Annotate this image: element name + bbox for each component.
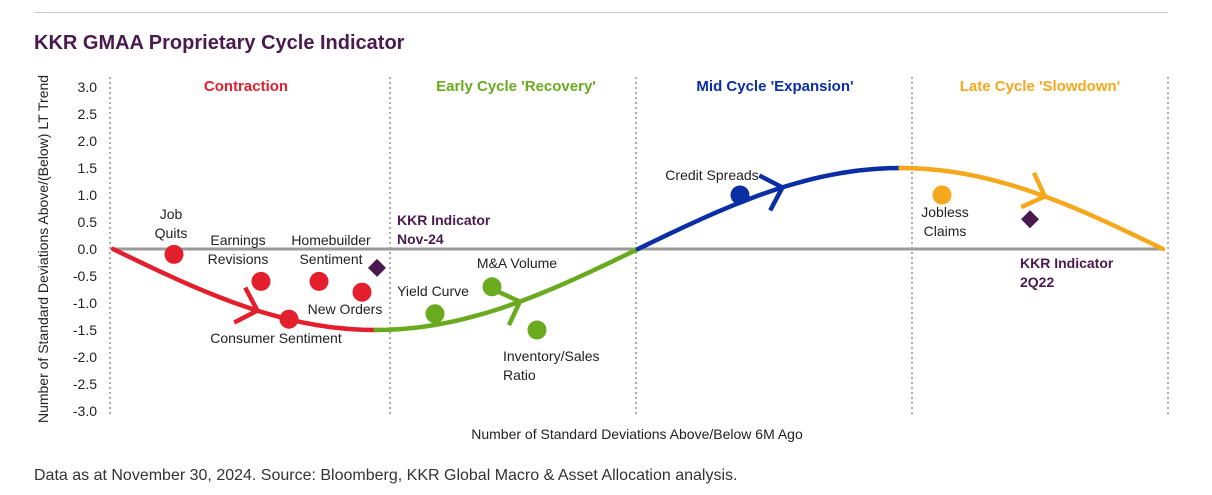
kkr-indicator-marker: [368, 258, 386, 277]
indicator-point: [251, 271, 271, 291]
y-tick-label: -1.0: [73, 295, 97, 311]
cycle-segment: [635, 165, 903, 252]
y-tick-label: 0.0: [78, 241, 98, 257]
y-tick-label: -0.5: [73, 268, 97, 284]
indicator-point: [279, 309, 299, 329]
cycle-chart: 3.0 2.5 2.0 1.5 1.0 0.5 0.0 -0.5 -1.0 -1.5 -2.0 -2.…: [35, 75, 1169, 442]
point-layer: [164, 185, 1039, 340]
cycle-arrow: [495, 288, 523, 327]
phase-header: Late Cycle 'Slowdown': [960, 78, 1121, 95]
phase-header: Early Cycle 'Recovery': [436, 78, 596, 95]
indicator-point: [425, 304, 445, 324]
y-tick-label: 3.0: [78, 79, 98, 95]
y-tick-label: -1.5: [73, 322, 97, 338]
y-tick-label: 1.5: [78, 160, 98, 176]
indicator-label: New Orders: [308, 301, 383, 317]
indicator-point: [527, 320, 547, 340]
phase-header: Contraction: [204, 78, 288, 95]
indicator-label: Credit Spreads: [665, 167, 758, 183]
indicator-label: M&A Volume: [477, 255, 557, 271]
cycle-arrow: [233, 286, 261, 325]
curve-layer: [110, 165, 1166, 333]
y-tick-label: 2.5: [78, 106, 98, 122]
cycle-segment: [110, 246, 378, 333]
axis-layer: 3.0 2.5 2.0 1.5 1.0 0.5 0.0 -0.5 -1.0 -1.5 -2.0 -2.…: [35, 75, 1169, 442]
label-layer: Contraction Early Cycle 'Recovery' Mid Cyc…: [155, 78, 1121, 383]
cycle-arrow: [1020, 171, 1048, 210]
footnote: Data as at November 30, 2024. Source: Bl…: [34, 467, 738, 484]
indicator-point: [352, 282, 372, 302]
indicator-point: [309, 271, 329, 291]
y-tick-label: 1.0: [78, 187, 98, 203]
y-tick-label: -2.5: [73, 376, 97, 392]
x-axis-title: Number of Standard Deviations Above/Belo…: [471, 426, 803, 442]
indicator-point: [932, 185, 952, 205]
indicator-point: [164, 244, 184, 264]
cycle-arrow: [758, 173, 786, 212]
y-axis-title: Number of Standard Deviations Above/(Bel…: [35, 75, 51, 423]
y-tick-label: 2.0: [78, 133, 98, 149]
phase-header: Mid Cycle 'Expansion': [696, 78, 853, 95]
indicator-point: [730, 185, 750, 205]
cycle-segment: [373, 246, 641, 333]
y-tick-label: -2.0: [73, 349, 97, 365]
chart-title: KKR GMAA Proprietary Cycle Indicator: [34, 32, 405, 54]
indicator-label: Yield Curve: [397, 283, 469, 299]
y-tick-label: 0.5: [78, 214, 98, 230]
indicator-point: [482, 277, 502, 297]
top-rule: [34, 12, 1168, 13]
kkr-indicator-marker: [1021, 210, 1039, 229]
cycle-segment: [898, 165, 1166, 252]
y-tick-label: -3.0: [73, 403, 97, 419]
indicator-label: Consumer Sentiment: [210, 330, 342, 346]
